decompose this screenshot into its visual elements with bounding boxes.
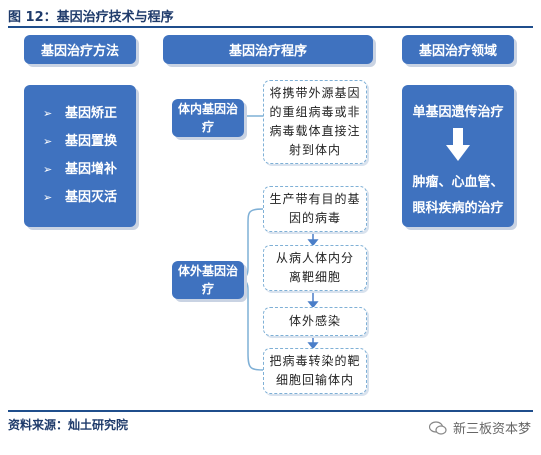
ex-vivo-step-4: 把病毒转染的靶细胞回输体内 (263, 348, 367, 394)
in-vivo-step: 将携带外源基因的重组病毒或非病毒载体直接注射到体内 (263, 80, 367, 164)
wechat-icon (428, 420, 447, 435)
method-item: ➢基因增补 (43, 156, 117, 184)
bullet-arrow-icon: ➢ (42, 191, 53, 204)
procedure-header: 基因治疗程序 (163, 35, 373, 64)
method-item: ➢基因灭活 (43, 184, 117, 212)
source-note: 资料来源：灿土研究院 (8, 418, 129, 432)
bullet-arrow-icon: ➢ (42, 107, 53, 120)
step-arrow-head-2 (307, 301, 319, 309)
fields-line-2: 肿瘤、心血管、眼科疾病的治疗 (412, 175, 504, 216)
down-arrow-icon (446, 128, 470, 161)
ex-vivo-step-3: 体外感染 (263, 307, 367, 336)
ex-vivo-bracket (240, 208, 264, 371)
methods-list: ➢基因矫正 ➢基因置换 ➢基因增补 ➢基因灭活 (43, 100, 117, 212)
ex-vivo-label: 体外基因治疗 (172, 261, 244, 299)
in-vivo-label: 体内基因治疗 (172, 99, 244, 137)
method-item: ➢基因置换 (43, 128, 117, 156)
fields-header: 基因治疗领域 (402, 35, 514, 64)
figure-title: 图 12：基因治疗技术与程序 (8, 10, 174, 25)
methods-box: ➢基因矫正 ➢基因置换 ➢基因增补 ➢基因灭活 (24, 85, 136, 227)
methods-header: 基因治疗方法 (24, 35, 136, 64)
step-arrow-head-1 (307, 239, 319, 247)
fields-line-1: 单基因遗传治疗 (412, 105, 504, 120)
bullet-arrow-icon: ➢ (42, 163, 53, 176)
step-arrow-head-3 (307, 342, 319, 350)
fields-box: 单基因遗传治疗 肿瘤、心血管、眼科疾病的治疗 (402, 85, 514, 227)
watermark: 新三板资本梦 (428, 418, 531, 437)
bullet-arrow-icon: ➢ (42, 135, 53, 148)
ex-vivo-step-1: 生产带有目的基因的病毒 (263, 186, 367, 232)
top-rule (8, 26, 533, 28)
ex-vivo-step-2: 从病人体内分离靶细胞 (263, 245, 367, 291)
bottom-rule (8, 410, 533, 412)
method-item: ➢基因矫正 (43, 100, 117, 128)
